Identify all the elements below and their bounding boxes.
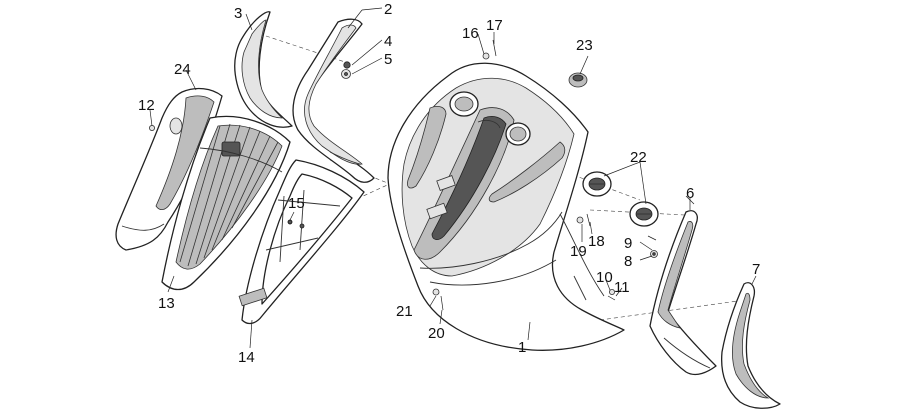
part-23-cap [568, 72, 588, 88]
part-14-inner-frame [238, 159, 365, 325]
part-7-lower-cover [720, 282, 781, 409]
callout-3: 3 [234, 5, 242, 22]
part-1-front-shield [387, 62, 625, 351]
part-24-side-cover [115, 87, 223, 251]
callout-14: 14 [238, 349, 255, 366]
callout-21: 21 [396, 303, 413, 320]
callout-16: 16 [462, 25, 479, 42]
part-3-frame-trim [234, 11, 293, 128]
callout-10: 10 [596, 269, 613, 286]
fasteners-4-5 [341, 61, 351, 79]
callout-labels: 3 2 4 5 24 12 13 14 15 16 17 23 22 19 18… [138, 1, 760, 366]
callout-24: 24 [174, 61, 191, 78]
callout-12: 12 [138, 97, 155, 114]
callout-5: 5 [384, 51, 392, 68]
callout-19: 19 [570, 243, 587, 260]
callout-8: 8 [624, 253, 632, 270]
part-22-lenses [582, 171, 659, 227]
callout-22: 22 [630, 149, 647, 166]
small-fasteners [148, 39, 695, 311]
callout-23: 23 [576, 37, 593, 54]
part-13-ribbed-grille [161, 115, 291, 291]
callout-2: 2 [384, 1, 392, 18]
part-2-trim-arm [292, 18, 375, 183]
part-6-side-trim [649, 210, 717, 376]
callout-1: 1 [518, 339, 526, 356]
callout-15: 15 [288, 195, 305, 212]
leader-lines [149, 7, 757, 349]
callout-7: 7 [752, 261, 760, 278]
callout-6: 6 [686, 185, 694, 202]
callout-9: 9 [624, 235, 632, 252]
fastener-4-icon [343, 61, 351, 69]
callout-11: 11 [614, 279, 630, 296]
callout-13: 13 [158, 295, 175, 312]
callout-20: 20 [428, 325, 445, 342]
callout-18: 18 [588, 233, 605, 250]
callout-17: 17 [486, 17, 503, 34]
callout-4: 4 [384, 33, 392, 50]
